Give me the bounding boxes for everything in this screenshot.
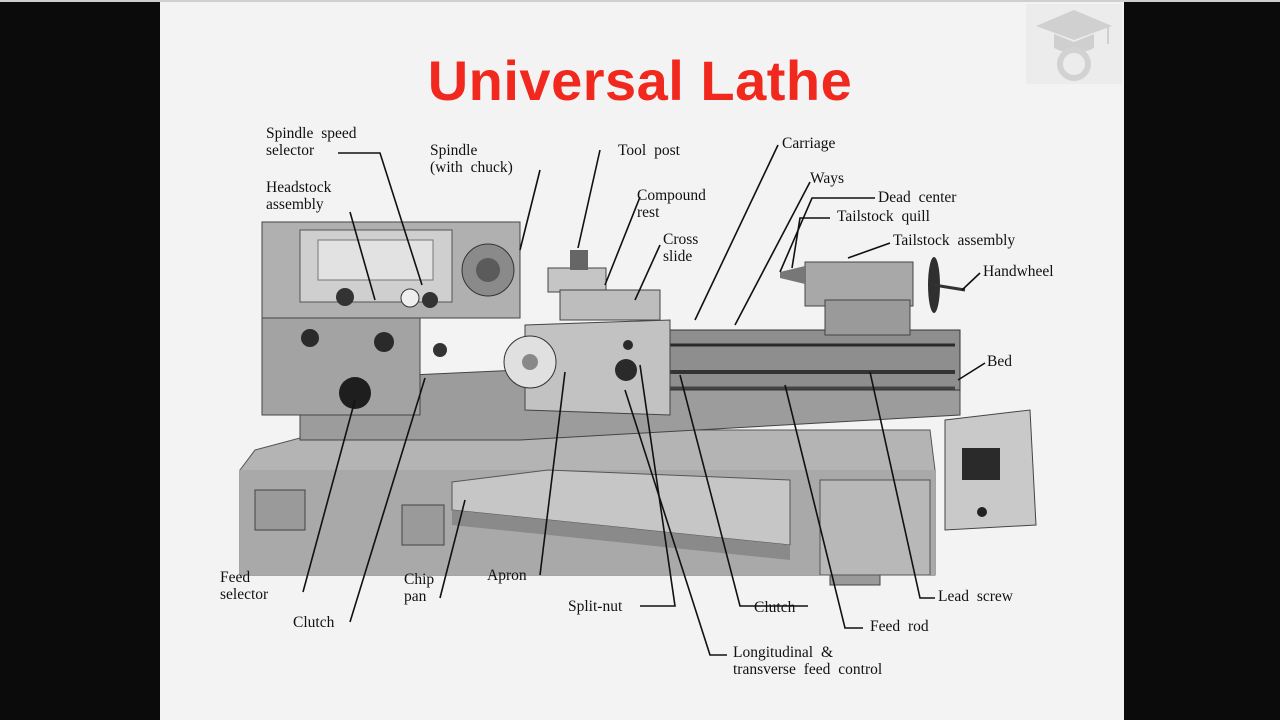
label-handwheel: Handwheel (983, 263, 1054, 280)
slide-title: Universal Lathe (427, 49, 853, 112)
label-split-nut: Split-nut (568, 598, 623, 615)
label-clutch-right: Clutch (754, 599, 796, 616)
label-longitudinal-transverse-feed-control: Longitudinal &transverse feed control (733, 644, 882, 678)
label-ways: Ways (810, 170, 844, 187)
label-carriage: Carriage (782, 135, 835, 152)
top-border (0, 0, 1280, 2)
label-clutch-left: Clutch (293, 614, 335, 631)
lathe-machine-illustration (239, 221, 1037, 586)
label-spindle: Spindle(with chuck) (430, 142, 513, 176)
label-feed-rod: Feed rod (870, 618, 929, 635)
leader-lines (302, 144, 986, 656)
label-dead-center: Dead center (878, 189, 957, 206)
label-lead-screw: Lead screw (938, 588, 1014, 605)
label-tailstock-assembly: Tailstock assembly (893, 232, 1015, 249)
label-apron: Apron (487, 567, 527, 584)
graduation-cap-gear-icon (1026, 4, 1122, 84)
label-bed: Bed (987, 353, 1012, 370)
label-tool-post: Tool post (618, 142, 681, 159)
label-tailstock-quill: Tailstock quill (837, 208, 930, 225)
